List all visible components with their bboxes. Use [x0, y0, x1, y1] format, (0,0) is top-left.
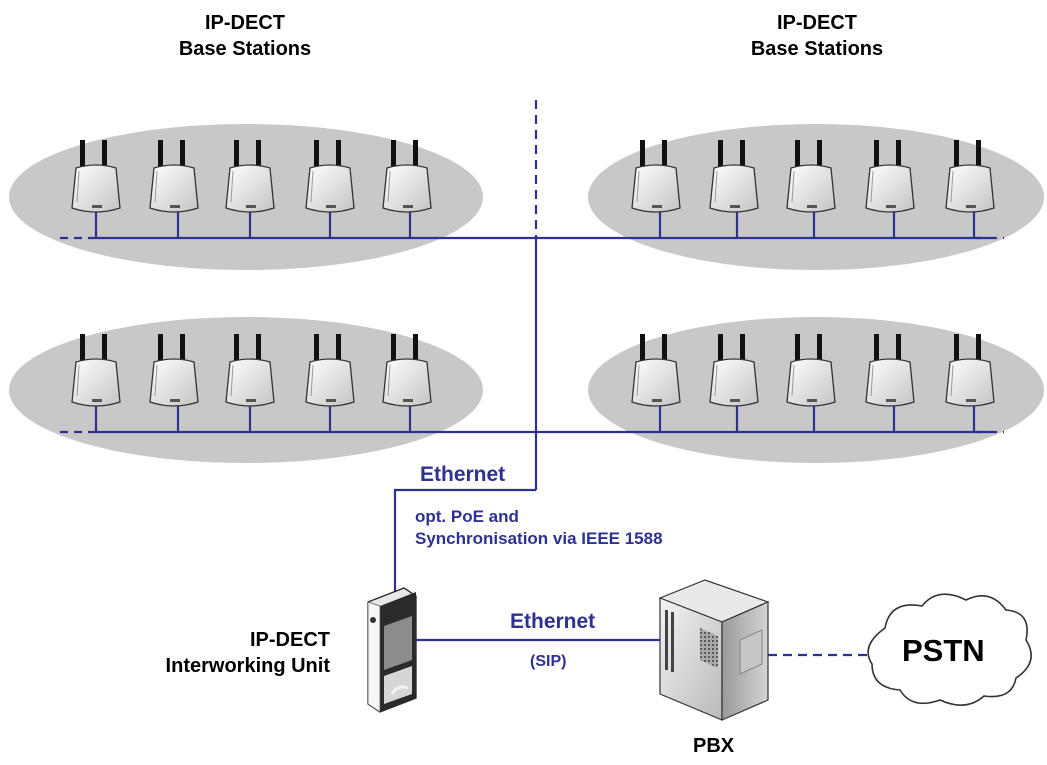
ethernet-upper-label: Ethernet	[420, 463, 506, 486]
poe-sync-note: opt. PoE and Synchronisation via IEEE 15…	[415, 506, 663, 550]
pbx-label: PBX	[693, 735, 735, 757]
sip-label: (SIP)	[530, 653, 567, 670]
left-stations-label-line2: Base Stations	[178, 38, 312, 60]
poe-sync-note-line2: Synchronisation via IEEE 1588	[415, 529, 663, 548]
right-stations-label-line2: Base Stations	[750, 38, 884, 60]
pstn-label: PSTN	[902, 633, 985, 668]
right-stations-label: IP-DECT Base Stations	[712, 10, 922, 62]
left-stations-label-line1: IP-DECT	[205, 12, 285, 34]
iwu-label-line1: IP-DECT	[250, 629, 330, 651]
network-lines	[60, 100, 1004, 657]
pbx-server-icon	[658, 579, 770, 721]
iwu-label-line2: Interworking Unit	[165, 655, 330, 677]
cloud-icon	[867, 593, 1032, 706]
ethernet-lower-label: Ethernet	[510, 610, 596, 633]
iwu-label: IP-DECT Interworking Unit	[90, 627, 330, 679]
left-stations-label: IP-DECT Base Stations	[140, 10, 350, 62]
right-stations-label-line1: IP-DECT	[777, 12, 857, 34]
poe-sync-note-line1: opt. PoE and	[415, 507, 519, 526]
interworking-unit-icon	[367, 587, 417, 713]
